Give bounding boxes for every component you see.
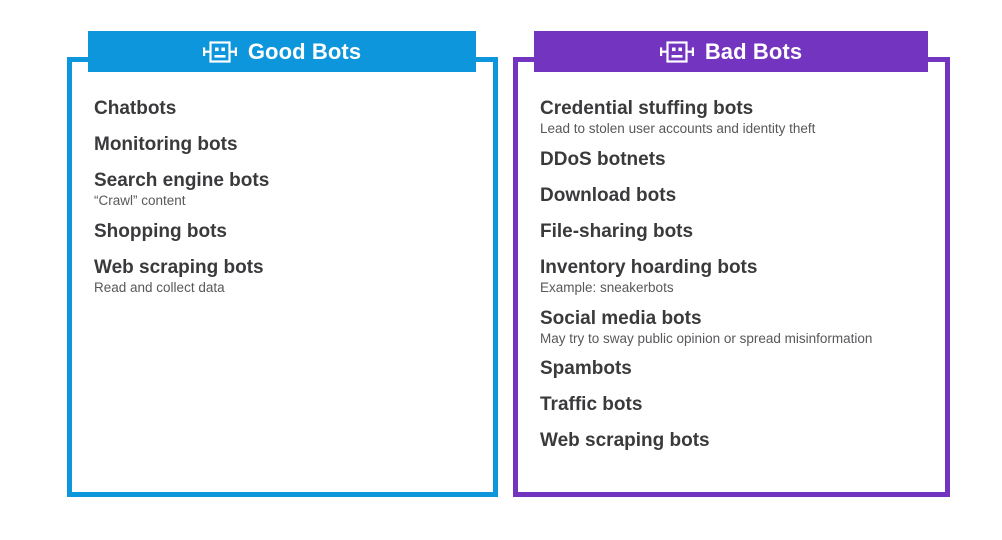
bot-item-subtitle: “Crawl” content [94,193,186,209]
bot-item-subtitle: Lead to stolen user accounts and identit… [540,121,816,137]
bot-item-title: Spambots [540,358,632,380]
bot-item-title: Credential stuffing bots [540,98,754,119]
bot-item-subtitle: May try to sway public opinion or spread… [540,330,873,346]
bot-item-subtitle: Example: sneakerbots [540,279,674,295]
bot-item-title: Web scraping bots [94,256,264,278]
bot-item-title: File-sharing bots [540,220,694,242]
bot-item-title: Download bots [540,184,677,206]
list-item: File-sharing bots [540,221,927,243]
bot-item-title: Monitoring bots [94,134,238,156]
robot-icon [659,40,694,63]
bot-item-title: Shopping bots [94,220,227,242]
bot-item-title: Inventory hoarding bots [540,256,758,278]
list-item: Search engine bots“Crawl” content [94,170,475,210]
good-bots-header: Good Bots [88,31,476,72]
bad-bots-title: Bad Bots [704,38,803,64]
robot-icon [202,40,237,63]
list-item: Download bots [540,185,927,207]
bot-item-title: Traffic bots [540,394,643,416]
list-item: DDoS botnets [540,149,927,171]
bot-item-title: DDoS botnets [540,148,666,170]
bot-item-title: Chatbots [94,98,177,119]
list-item: Spambots [540,358,927,380]
good-bots-title: Good Bots [247,38,362,64]
bot-item-subtitle: Read and collect data [94,279,225,295]
list-item: Web scraping bots [540,430,927,452]
list-item: Monitoring bots [94,134,475,156]
bad-bots-header: Bad Bots [534,31,928,72]
list-item: Shopping bots [94,221,475,243]
list-item: Chatbots [94,98,475,120]
bot-item-title: Web scraping bots [540,430,710,452]
list-item: Traffic bots [540,394,927,416]
bot-item-title: Social media bots [540,307,702,329]
bot-item-title: Search engine bots [94,170,270,192]
